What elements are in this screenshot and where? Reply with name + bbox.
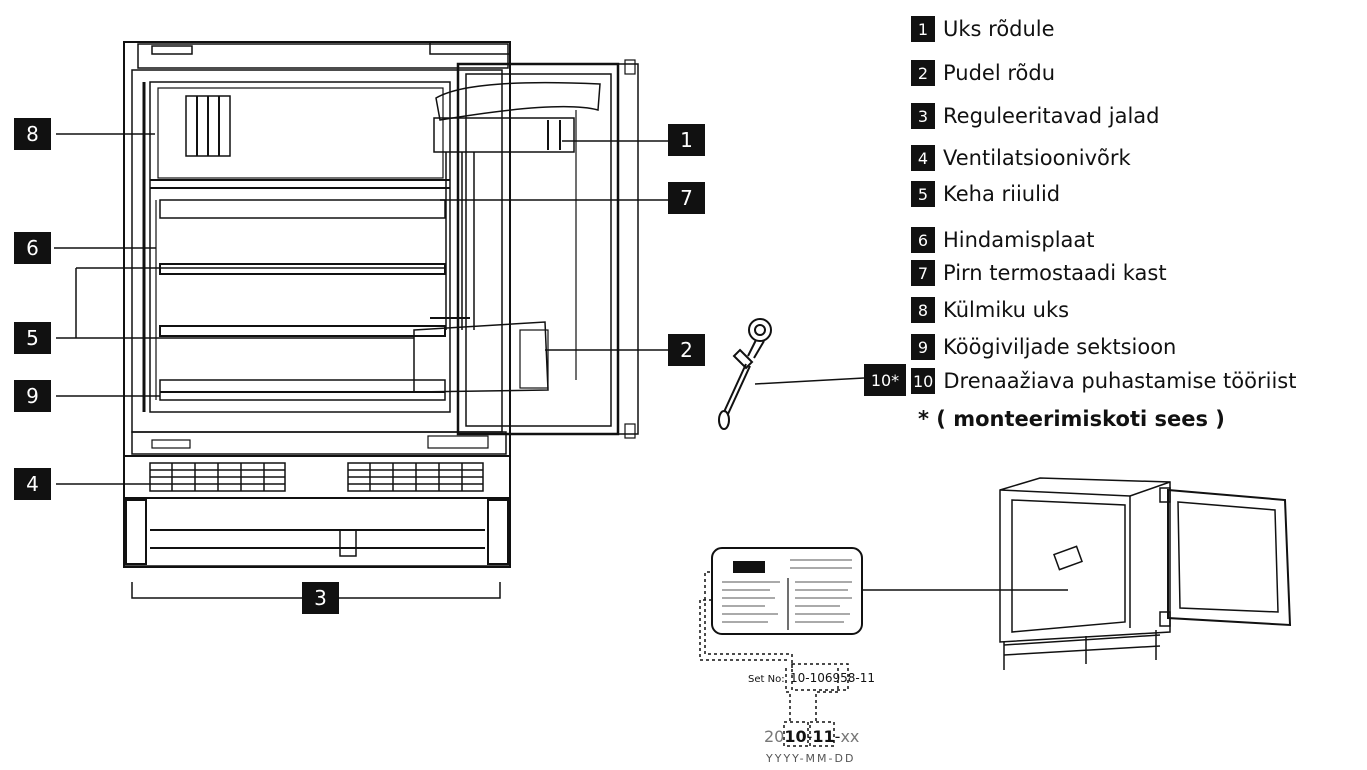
callout-4: 4 xyxy=(14,468,51,500)
legend-text: Pirn termostaadi kast xyxy=(943,261,1167,285)
callout-1: 1 xyxy=(668,124,705,156)
legend-text: Pudel rõdu xyxy=(943,61,1056,85)
legend-number: 2 xyxy=(911,60,935,86)
rating-plate xyxy=(711,547,1068,635)
shelf-1 xyxy=(159,263,446,275)
legend-item: 7 Pirn termostaadi kast xyxy=(911,258,1167,288)
date-line: 2010-11-xx xyxy=(764,727,859,746)
drain-cleaning-tool xyxy=(718,318,772,430)
legend-item: 10 Drenaažiava puhastamise tööriist xyxy=(911,366,1296,396)
legend-text: Ventilatsioonivõrk xyxy=(943,146,1131,170)
legend-item: 2 Pudel rõdu xyxy=(911,58,1055,88)
legend-number: 6 xyxy=(911,227,935,253)
adjustable-leg-right xyxy=(487,499,509,565)
legend-number: 9 xyxy=(911,334,935,360)
legend-item: 9 Köögiviljade sektsioon xyxy=(911,332,1176,362)
callout-7: 7 xyxy=(668,182,705,214)
legend-text: Drenaažiava puhastamise tööriist xyxy=(943,369,1297,393)
vegetable-drawer xyxy=(159,379,446,401)
legend-text: Köögiviljade sektsioon xyxy=(943,335,1177,359)
legend-text: Reguleeritavad jalad xyxy=(943,104,1160,128)
legend-item: 6 Hindamisplaat xyxy=(911,225,1095,255)
adjustable-leg-left xyxy=(125,499,147,565)
thermostat-box xyxy=(159,199,446,219)
legend-number: 4 xyxy=(911,145,935,171)
legend-text: Uks rõdule xyxy=(943,17,1055,41)
legend-number: 7 xyxy=(911,260,935,286)
shelf-2 xyxy=(159,325,446,337)
bottle-balcony xyxy=(413,321,549,393)
legend-number: 10 xyxy=(911,368,936,394)
callout-2: 2 xyxy=(668,334,705,366)
legend-text: Keha riiulid xyxy=(943,182,1061,206)
legend-number: 5 xyxy=(911,181,935,207)
callout-10: 10* xyxy=(864,364,906,396)
serial-label: Set No: xyxy=(748,674,785,685)
fridge-perspective xyxy=(999,477,1292,670)
legend-item: 1 Uks rõdule xyxy=(911,14,1055,44)
legend-text: Hindamisplaat xyxy=(943,228,1095,252)
legend-item: 3 Reguleeritavad jalad xyxy=(911,101,1160,131)
legend-number: 1 xyxy=(911,16,935,42)
fridge-body xyxy=(123,41,511,568)
callout-5: 5 xyxy=(14,322,51,354)
callout-6: 6 xyxy=(14,232,51,264)
legend-number: 8 xyxy=(911,297,935,323)
fridge-door xyxy=(456,62,620,436)
legend-item: 5 Keha riiulid xyxy=(911,179,1060,209)
legend-note: * ( monteerimiskoti sees ) xyxy=(918,407,1225,431)
legend-item: 4 Ventilatsioonivõrk xyxy=(911,143,1131,173)
legend-item: 8 Külmiku uks xyxy=(911,295,1069,325)
legend-number: 3 xyxy=(911,103,935,129)
callout-8: 8 xyxy=(14,118,51,150)
door-balcony xyxy=(435,81,601,121)
legend-text: Külmiku uks xyxy=(943,298,1070,322)
callout-3: 3 xyxy=(302,582,339,614)
callout-9: 9 xyxy=(14,380,51,412)
date-format: YYYY-MM-DD xyxy=(765,752,855,765)
serial-number: 10-106958-11 xyxy=(790,671,875,685)
